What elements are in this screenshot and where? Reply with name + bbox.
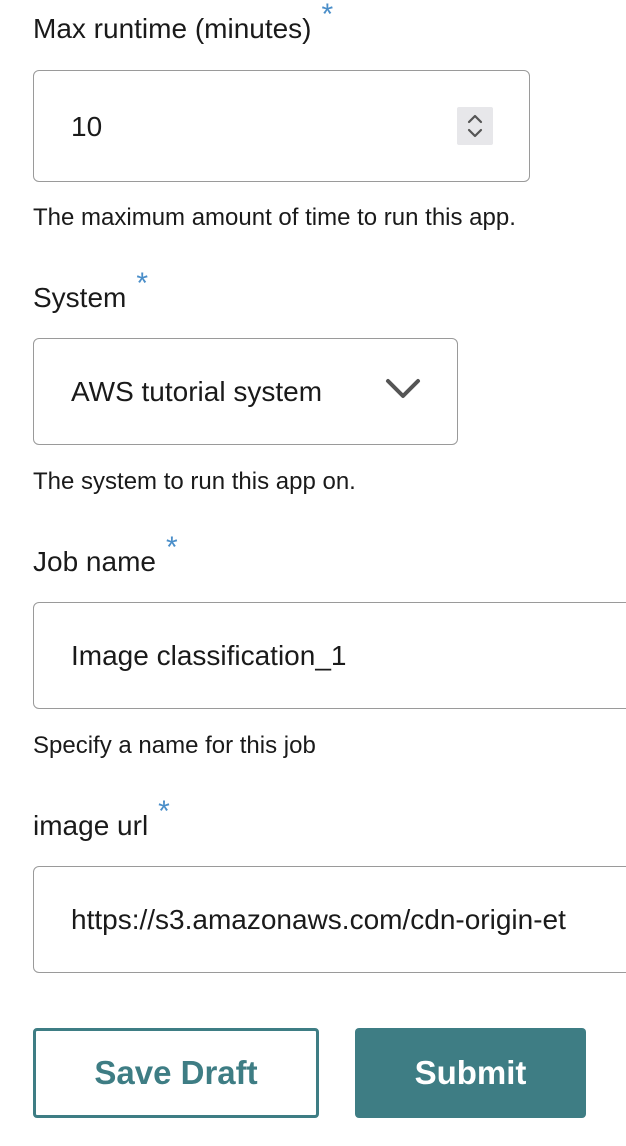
image-url-value: https://s3.amazonaws.com/cdn-origin-et xyxy=(71,904,566,935)
system-selected-value: AWS tutorial system xyxy=(71,376,323,407)
submit-button[interactable]: Submit xyxy=(355,1028,586,1118)
stepper-icon[interactable] xyxy=(457,107,493,145)
job-name-label-text: Job name xyxy=(33,546,156,577)
max-runtime-value: 10 xyxy=(71,111,103,142)
save-draft-button[interactable]: Save Draft xyxy=(33,1028,319,1118)
system-label: System * xyxy=(33,267,148,315)
max-runtime-helper: The maximum amount of time to run this a… xyxy=(33,204,516,231)
max-runtime-input[interactable]: 10 xyxy=(33,70,530,182)
required-marker: * xyxy=(165,531,178,564)
image-url-label: image url * xyxy=(33,795,170,843)
system-select[interactable]: AWS tutorial system xyxy=(33,338,458,445)
image-url-input[interactable]: https://s3.amazonaws.com/cdn-origin-et xyxy=(33,866,626,973)
max-runtime-label-text: Max runtime (minutes) xyxy=(33,13,312,44)
system-helper: The system to run this app on. xyxy=(33,468,356,495)
job-name-input[interactable]: Image classification_1 xyxy=(33,602,626,709)
required-marker: * xyxy=(136,267,149,300)
required-marker: * xyxy=(158,795,170,828)
image-url-label-text: image url xyxy=(33,810,149,841)
required-marker: * xyxy=(321,0,334,31)
system-label-text: System xyxy=(33,282,127,313)
max-runtime-label: Max runtime (minutes) * xyxy=(33,0,333,46)
job-name-value: Image classification_1 xyxy=(71,640,347,671)
job-name-label: Job name * xyxy=(33,531,178,579)
job-name-helper: Specify a name for this job xyxy=(33,732,316,759)
chevron-down-icon xyxy=(385,377,421,406)
